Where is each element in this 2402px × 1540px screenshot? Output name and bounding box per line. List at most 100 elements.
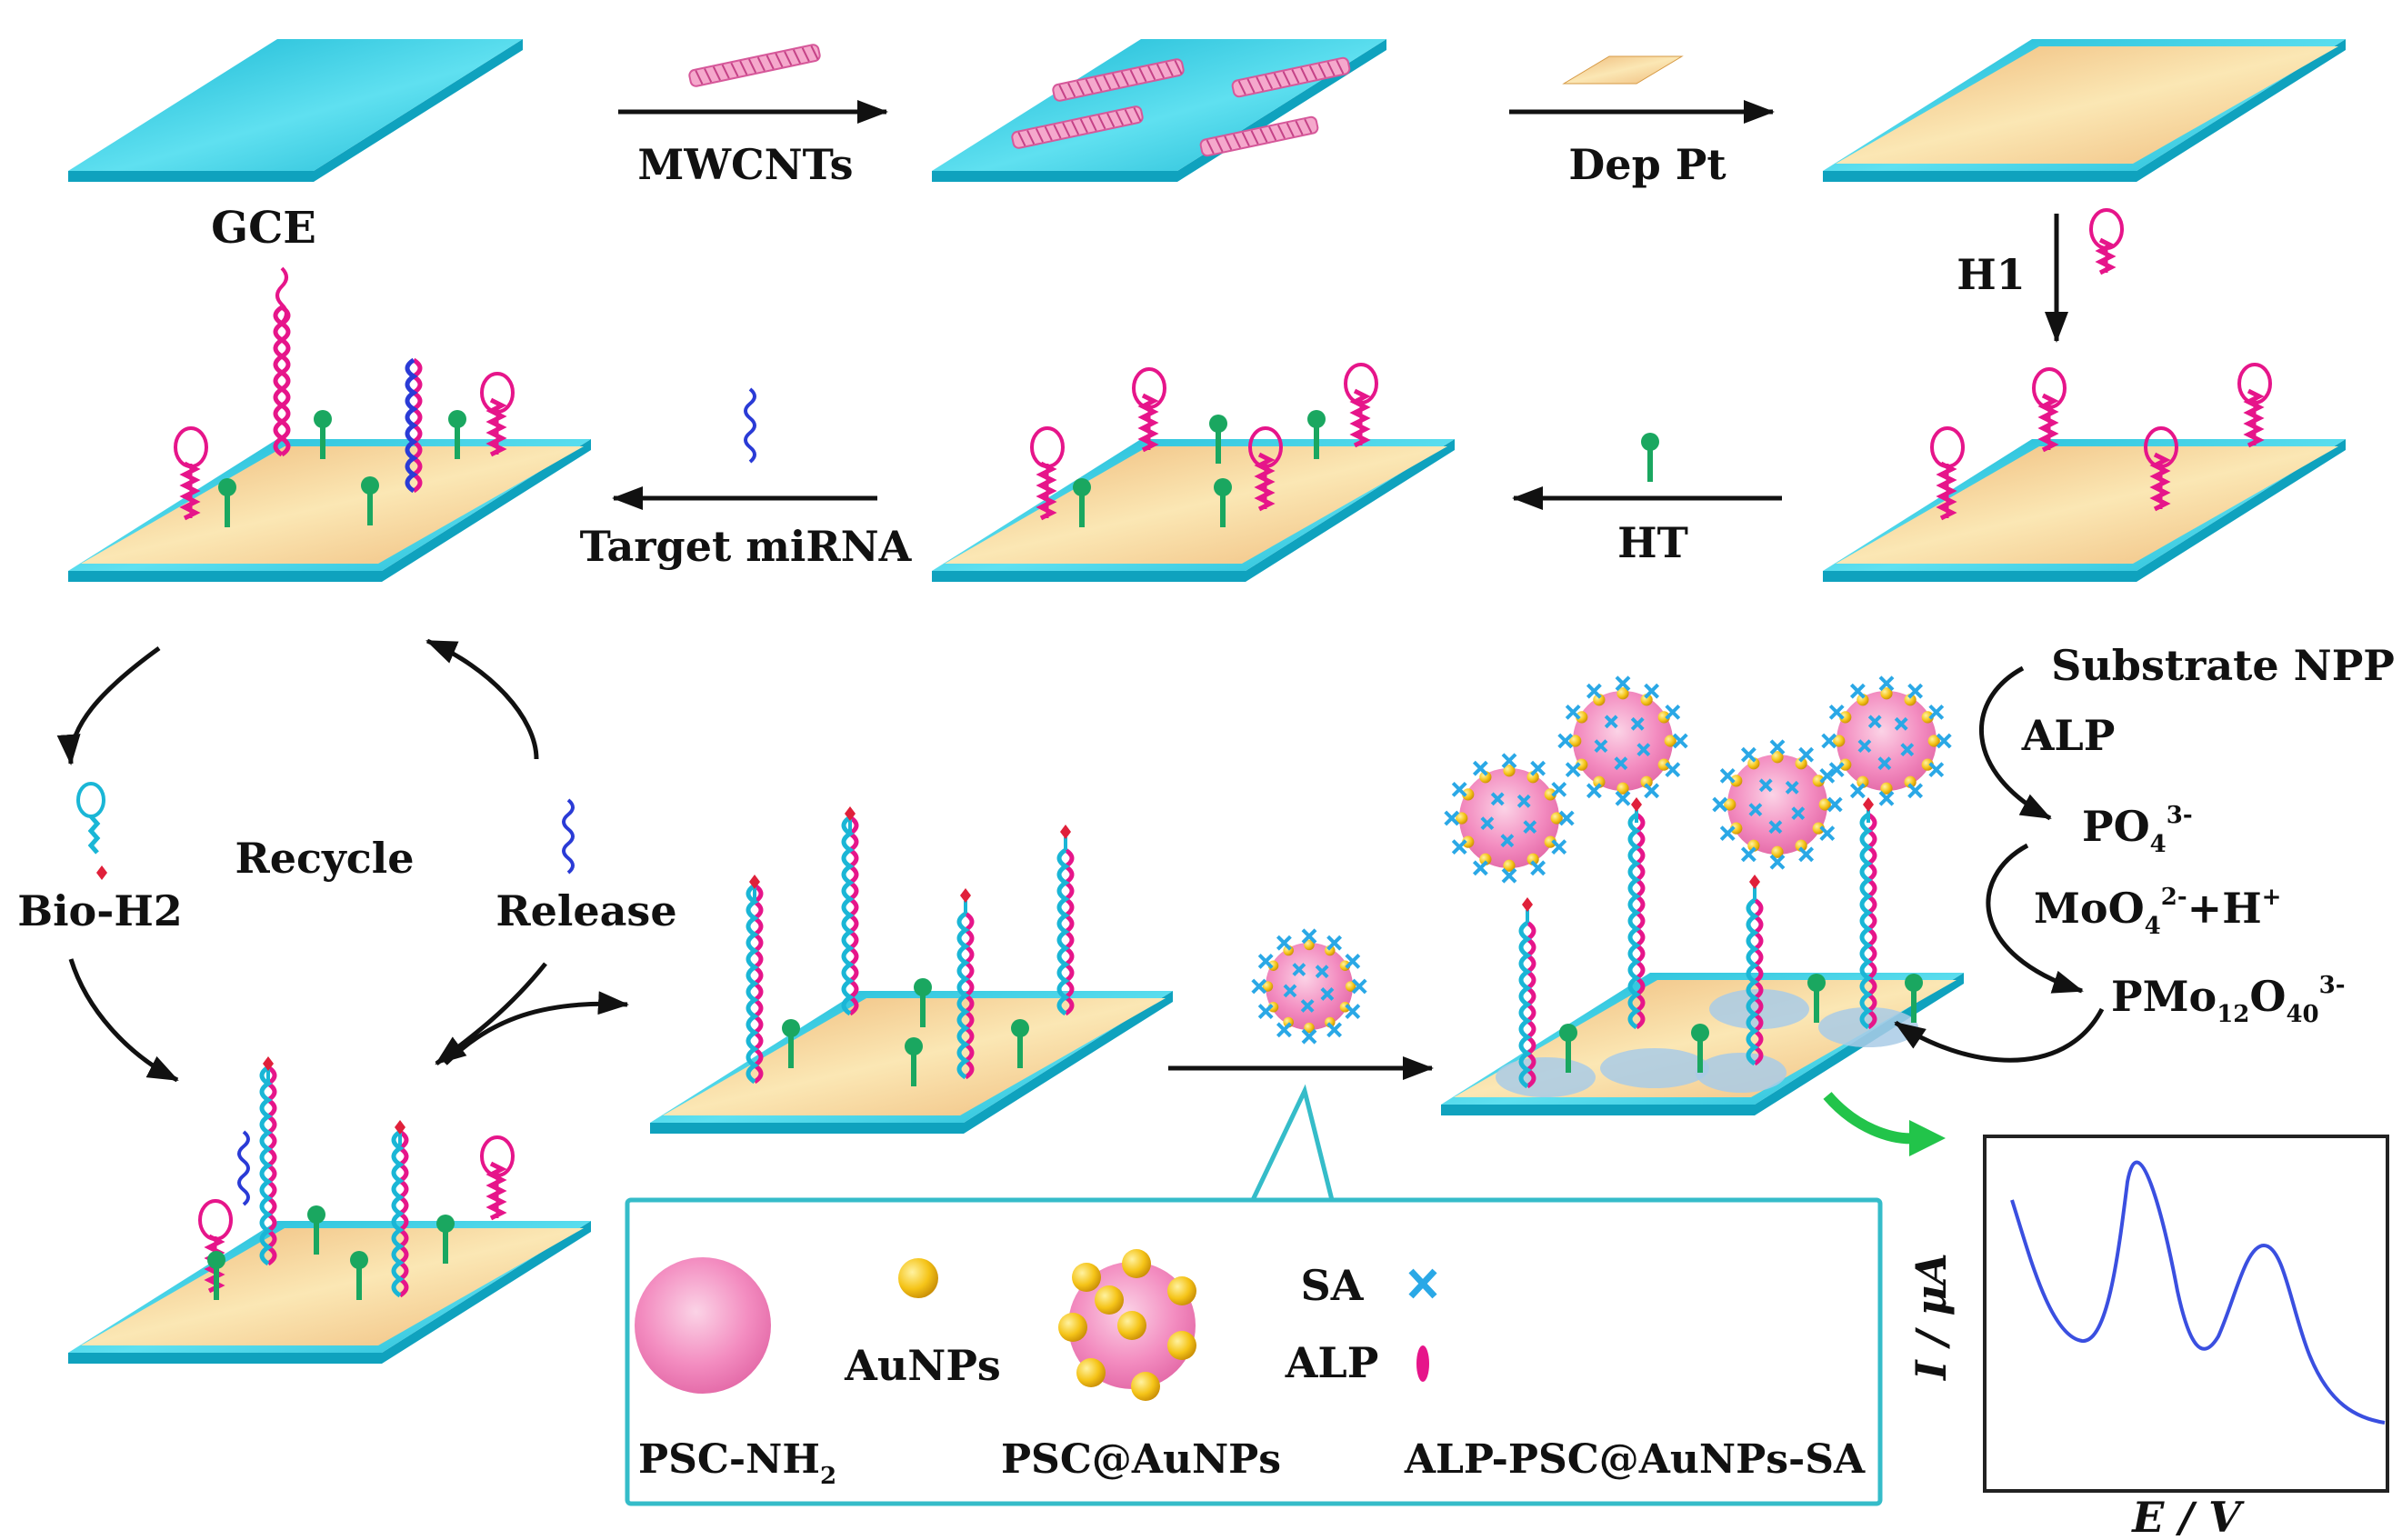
hairpin-stem (1036, 461, 1057, 521)
biotin-tag (1060, 825, 1071, 839)
tube-ring (1120, 71, 1129, 86)
gold-nanoparticle (1833, 735, 1846, 747)
sa-cross (1630, 716, 1645, 731)
electrode-surface (68, 39, 523, 171)
dpv-x-label: E / V (2130, 1493, 2245, 1535)
hairpin-loop (174, 426, 208, 468)
sa-cross (1878, 790, 1895, 806)
biotin-tag (749, 875, 760, 889)
gold-nanoparticle (1304, 939, 1315, 951)
ht-head (914, 978, 932, 996)
hairpin-probe (2089, 208, 2124, 275)
sa-cross (1586, 683, 1602, 699)
tube-ring (1017, 132, 1026, 146)
ht-molecule (218, 478, 236, 527)
sa-cross (1665, 704, 1681, 720)
label-dep-pt: Dep Pt (1568, 140, 1726, 189)
electrode-edge (932, 439, 1455, 582)
tube-ring (1062, 122, 1071, 137)
tube-ring (721, 64, 730, 79)
hairpin-loop (1248, 426, 1283, 468)
gold-nanoparticle (1640, 694, 1653, 706)
biotin-tag (845, 806, 856, 821)
tube-ring (1291, 69, 1300, 84)
ht-molecule (1641, 433, 1659, 482)
platinum-layer (1836, 446, 2338, 564)
tube-ring (1147, 65, 1156, 81)
gold-nanoparticle (1812, 822, 1825, 835)
sa-cross (1523, 820, 1537, 835)
label-h1: H1 (1957, 250, 2025, 299)
duplex-probe (746, 875, 764, 1085)
gold-nanoparticle (1117, 1311, 1146, 1340)
hairpin-probe (2237, 363, 2272, 448)
label-po4: PO43- (2082, 802, 2193, 858)
hairpin-stem (2037, 393, 2059, 453)
sa-cross (1849, 783, 1866, 799)
gold-nanoparticle (1839, 711, 1852, 724)
gold-nanoparticle (1857, 694, 1869, 706)
ht-head (1691, 1024, 1709, 1042)
label-ht: HT (1617, 518, 1688, 567)
hairpin-probe (1930, 426, 1965, 521)
sa-cross (1301, 928, 1317, 945)
hairpin-probe (1132, 367, 1166, 453)
tube-ring (1273, 73, 1282, 87)
psc-sphere (1837, 691, 1937, 791)
sa-cross (1821, 733, 1837, 749)
tube-ring (784, 51, 793, 66)
gold-nanoparticle (1795, 757, 1807, 770)
cycle-arrow (68, 958, 179, 1083)
ht-head (314, 410, 332, 428)
gold-nanoparticle (1657, 711, 1670, 724)
gold-nanoparticle (1904, 694, 1917, 706)
partner-strand (956, 911, 970, 1080)
sa-cross (1894, 716, 1908, 731)
hairpin-probe (1030, 426, 1065, 521)
tube-ring (1282, 71, 1291, 85)
gold-nanoparticle (1503, 859, 1516, 872)
modified-electrode (932, 439, 1455, 582)
electrode-edge (68, 439, 591, 582)
gold-nanoparticle (1072, 1263, 1101, 1292)
sa-cross (1819, 825, 1836, 842)
sa-cross (1257, 1004, 1274, 1020)
sa-cross (1644, 783, 1660, 799)
cycle-arrow (1979, 665, 2052, 821)
tube-ring (730, 62, 739, 77)
tube-ring (1295, 120, 1304, 135)
precipitate-cloud (1696, 1053, 1786, 1093)
tube-ring (1265, 75, 1274, 90)
tube-ring (1206, 139, 1215, 155)
dpv-plot: I / μA E / V (1907, 1135, 2389, 1540)
sa-cross (1877, 756, 1892, 771)
gold-nanoparticle (1724, 798, 1736, 811)
hairpin-loop (480, 1135, 515, 1177)
gold-nanoparticle (1657, 758, 1670, 771)
alp-psc-aunps-sa (1444, 753, 1575, 884)
psc-sphere (1727, 755, 1827, 855)
tube-ring (1124, 109, 1133, 124)
electrode-edge (1823, 39, 2346, 182)
modified-electrode (68, 1221, 591, 1364)
hairpin-loop (1132, 367, 1166, 409)
hairpin-loop (480, 372, 515, 414)
precipitate-cloud (1496, 1057, 1596, 1097)
label-substrate-npp: Substrate NPP (2051, 641, 2395, 690)
gold-nanoparticle (1131, 1372, 1160, 1401)
inset-layer (635, 1249, 1437, 1401)
gold-nanoparticle (1857, 775, 1869, 788)
ht-molecule (1905, 974, 1923, 1023)
ht-molecule (1307, 410, 1326, 459)
label-recycle: Recycle (235, 834, 415, 883)
tube-ring (1165, 62, 1174, 76)
gold-nanoparticle (1544, 835, 1556, 848)
tube-ring (1085, 78, 1094, 94)
duplex-probe (259, 1056, 277, 1266)
tube-body (688, 44, 821, 87)
tube-ring (1044, 125, 1053, 141)
platinum-deposit (1562, 55, 1684, 85)
gold-nanoparticle (1095, 1285, 1124, 1315)
hairpin-probe (174, 426, 208, 521)
gold-nanoparticle (1593, 694, 1606, 706)
